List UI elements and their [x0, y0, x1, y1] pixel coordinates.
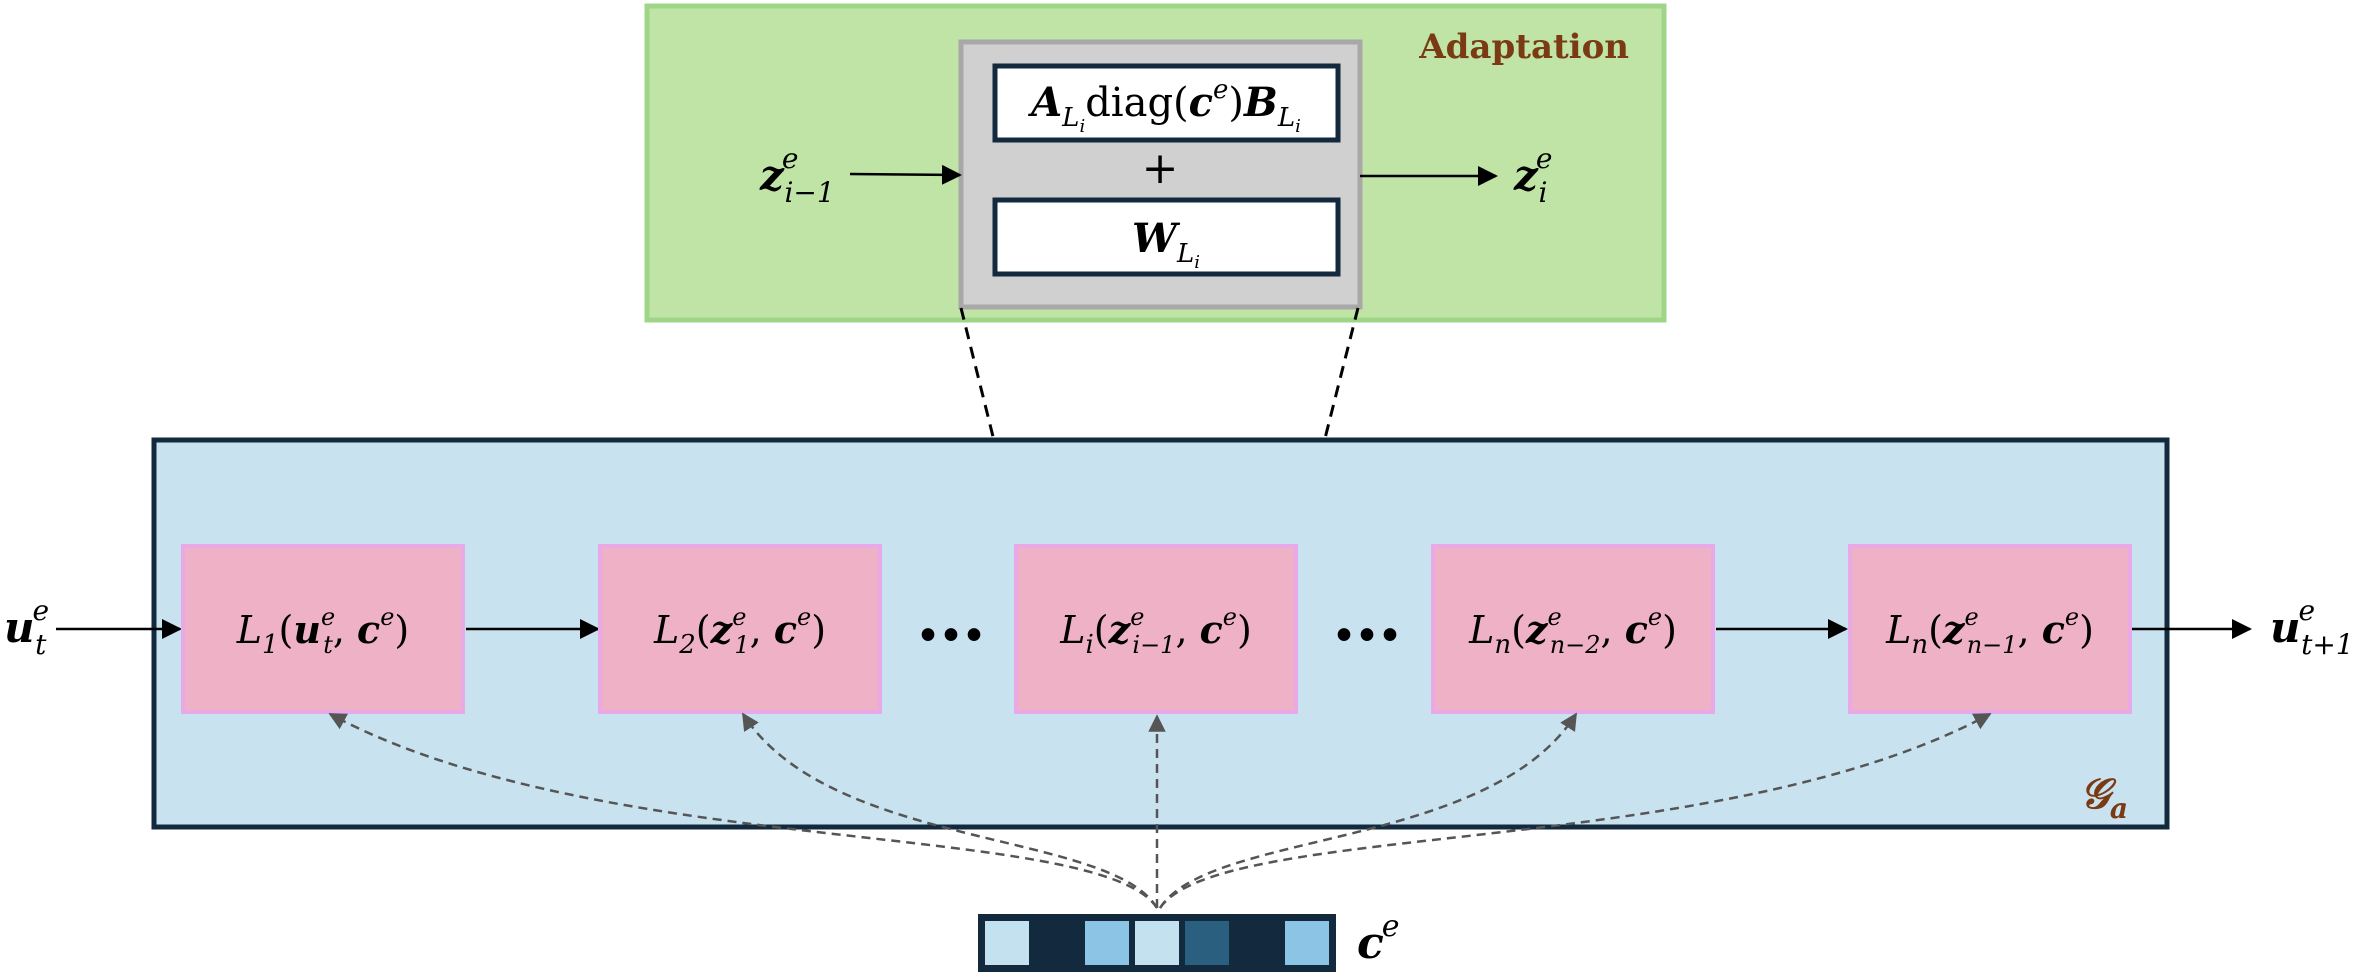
- context-vector: [978, 914, 1336, 972]
- layer-box-1: [181, 544, 465, 714]
- context-arrow-layer-2: [741, 712, 1159, 909]
- ellipsis-left: •••: [916, 615, 985, 657]
- context-cell: [1235, 921, 1279, 965]
- layer-box-4: [1431, 544, 1715, 714]
- adaptation-title: Adaptation: [1418, 27, 1629, 67]
- context-cell: [1085, 921, 1129, 965]
- context-cell: [1035, 921, 1079, 965]
- context-arrow-layer-n1: [1158, 712, 1992, 909]
- context-arrow-layer-n2: [1158, 712, 1578, 909]
- context-cell: [1285, 921, 1329, 965]
- plus-sign: +: [1142, 143, 1179, 194]
- context-cell: [1185, 921, 1229, 965]
- weight-formula: WLi: [1132, 215, 1200, 273]
- layer-box-5: [1848, 544, 2132, 714]
- context-arrows: [328, 712, 1992, 909]
- adapter-input-arrow: [849, 164, 962, 185]
- layer-box-3: [1014, 544, 1298, 714]
- weight-box: [992, 197, 1341, 277]
- ellipsis-right: •••: [1332, 615, 1401, 657]
- context-arrow-layer-1: [328, 712, 1159, 909]
- context-cell: [985, 921, 1029, 965]
- context-cell: [1135, 921, 1179, 965]
- context-label: ce: [1357, 909, 1400, 969]
- low-rank-formula: ALidiag(ce)BLi: [1027, 75, 1301, 137]
- low-rank-box: [992, 63, 1341, 143]
- network-label: 𝒢a: [2080, 769, 2128, 825]
- layer-box-2: [598, 544, 882, 714]
